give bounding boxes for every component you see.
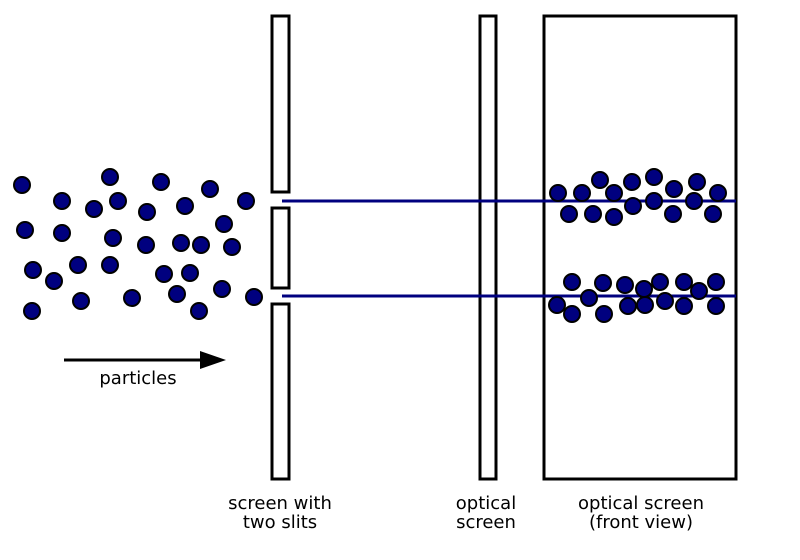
particle xyxy=(101,168,119,186)
particle xyxy=(704,205,722,223)
particle xyxy=(573,184,591,202)
particle xyxy=(651,273,669,291)
particle xyxy=(72,292,90,310)
particle xyxy=(594,274,612,292)
particle xyxy=(168,285,186,303)
particle xyxy=(85,200,103,218)
particle xyxy=(123,289,141,307)
particle xyxy=(656,292,674,310)
particle xyxy=(138,203,156,221)
particle xyxy=(688,173,706,191)
particle xyxy=(101,256,119,274)
particle xyxy=(45,272,63,290)
particle xyxy=(623,173,641,191)
particle xyxy=(584,205,602,223)
particle xyxy=(591,171,609,189)
particle xyxy=(69,256,87,274)
particle xyxy=(664,205,682,223)
particles-label: particles xyxy=(99,368,176,389)
slit-screen-top-segment xyxy=(270,14,291,194)
particle xyxy=(563,305,581,323)
slit-screen-middle-segment xyxy=(270,206,291,290)
particle xyxy=(104,229,122,247)
particle xyxy=(109,192,127,210)
particle xyxy=(675,273,693,291)
incoming-particles xyxy=(13,168,263,320)
particle xyxy=(707,273,725,291)
particle xyxy=(172,234,190,252)
optical-screen-caption-line1: optical xyxy=(456,493,516,514)
particle xyxy=(176,197,194,215)
particle xyxy=(223,238,241,256)
particle xyxy=(645,168,663,186)
particle xyxy=(624,197,642,215)
particle xyxy=(619,297,637,315)
particle xyxy=(563,273,581,291)
particle xyxy=(549,184,567,202)
particle xyxy=(616,276,634,294)
particle xyxy=(595,305,613,323)
slit-screen-bottom-segment xyxy=(270,302,291,481)
particle xyxy=(53,224,71,242)
particle xyxy=(580,289,598,307)
particle xyxy=(53,192,71,210)
optical-screen-side xyxy=(478,14,498,481)
particle xyxy=(137,236,155,254)
particle xyxy=(665,180,683,198)
particle xyxy=(23,302,41,320)
particle xyxy=(16,221,34,239)
particle xyxy=(215,215,233,233)
particle xyxy=(24,261,42,279)
front-view-caption-line1: optical screen xyxy=(578,493,704,514)
particle xyxy=(213,280,231,298)
particle xyxy=(635,280,653,298)
particle xyxy=(13,176,31,194)
slit-screen-caption-line2: two slits xyxy=(243,512,317,533)
particle xyxy=(636,296,654,314)
particle xyxy=(548,296,566,314)
optical-screen-front xyxy=(542,14,738,481)
upper-particle-band xyxy=(549,168,727,226)
particle xyxy=(605,184,623,202)
slit-screen-caption-line1: screen with xyxy=(228,493,332,514)
particle xyxy=(690,282,708,300)
particle xyxy=(709,184,727,202)
lower-particle-band xyxy=(548,273,725,323)
particle xyxy=(155,265,173,283)
slit-screen xyxy=(270,14,291,481)
particle xyxy=(645,192,663,210)
front-view-caption-line2: (front view) xyxy=(589,512,693,533)
particle xyxy=(190,302,208,320)
particle xyxy=(605,208,623,226)
particle xyxy=(201,180,219,198)
direction-arrow xyxy=(64,351,226,369)
particle xyxy=(685,192,703,210)
particle xyxy=(152,173,170,191)
particle xyxy=(560,205,578,223)
particle xyxy=(675,297,693,315)
particle xyxy=(245,288,263,306)
particle xyxy=(707,297,725,315)
particle xyxy=(181,264,199,282)
optical-screen-caption-line2: screen xyxy=(456,512,516,533)
particle xyxy=(192,236,210,254)
particle xyxy=(237,192,255,210)
